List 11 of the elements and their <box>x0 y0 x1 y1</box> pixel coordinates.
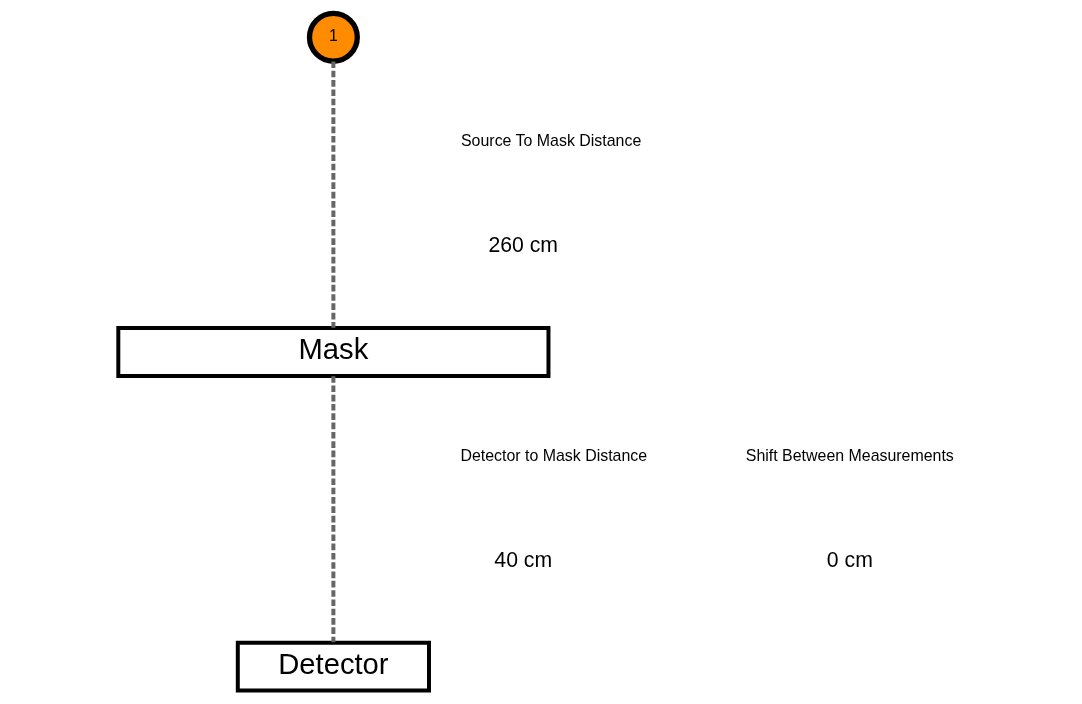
label: 0 cm <box>826 547 873 572</box>
label: Shift Between Measurements <box>745 447 954 464</box>
connector <box>330 61 335 328</box>
label: Source To Mask Distance <box>460 132 641 150</box>
label: 260 cm <box>487 233 558 258</box>
node-box: Detector <box>235 640 431 693</box>
label: 40 cm <box>493 547 552 572</box>
node-circle: 1 <box>306 10 360 64</box>
connector <box>330 376 335 643</box>
node-box: Mask <box>115 326 550 378</box>
label: Detector to Mask Distance <box>459 447 647 464</box>
